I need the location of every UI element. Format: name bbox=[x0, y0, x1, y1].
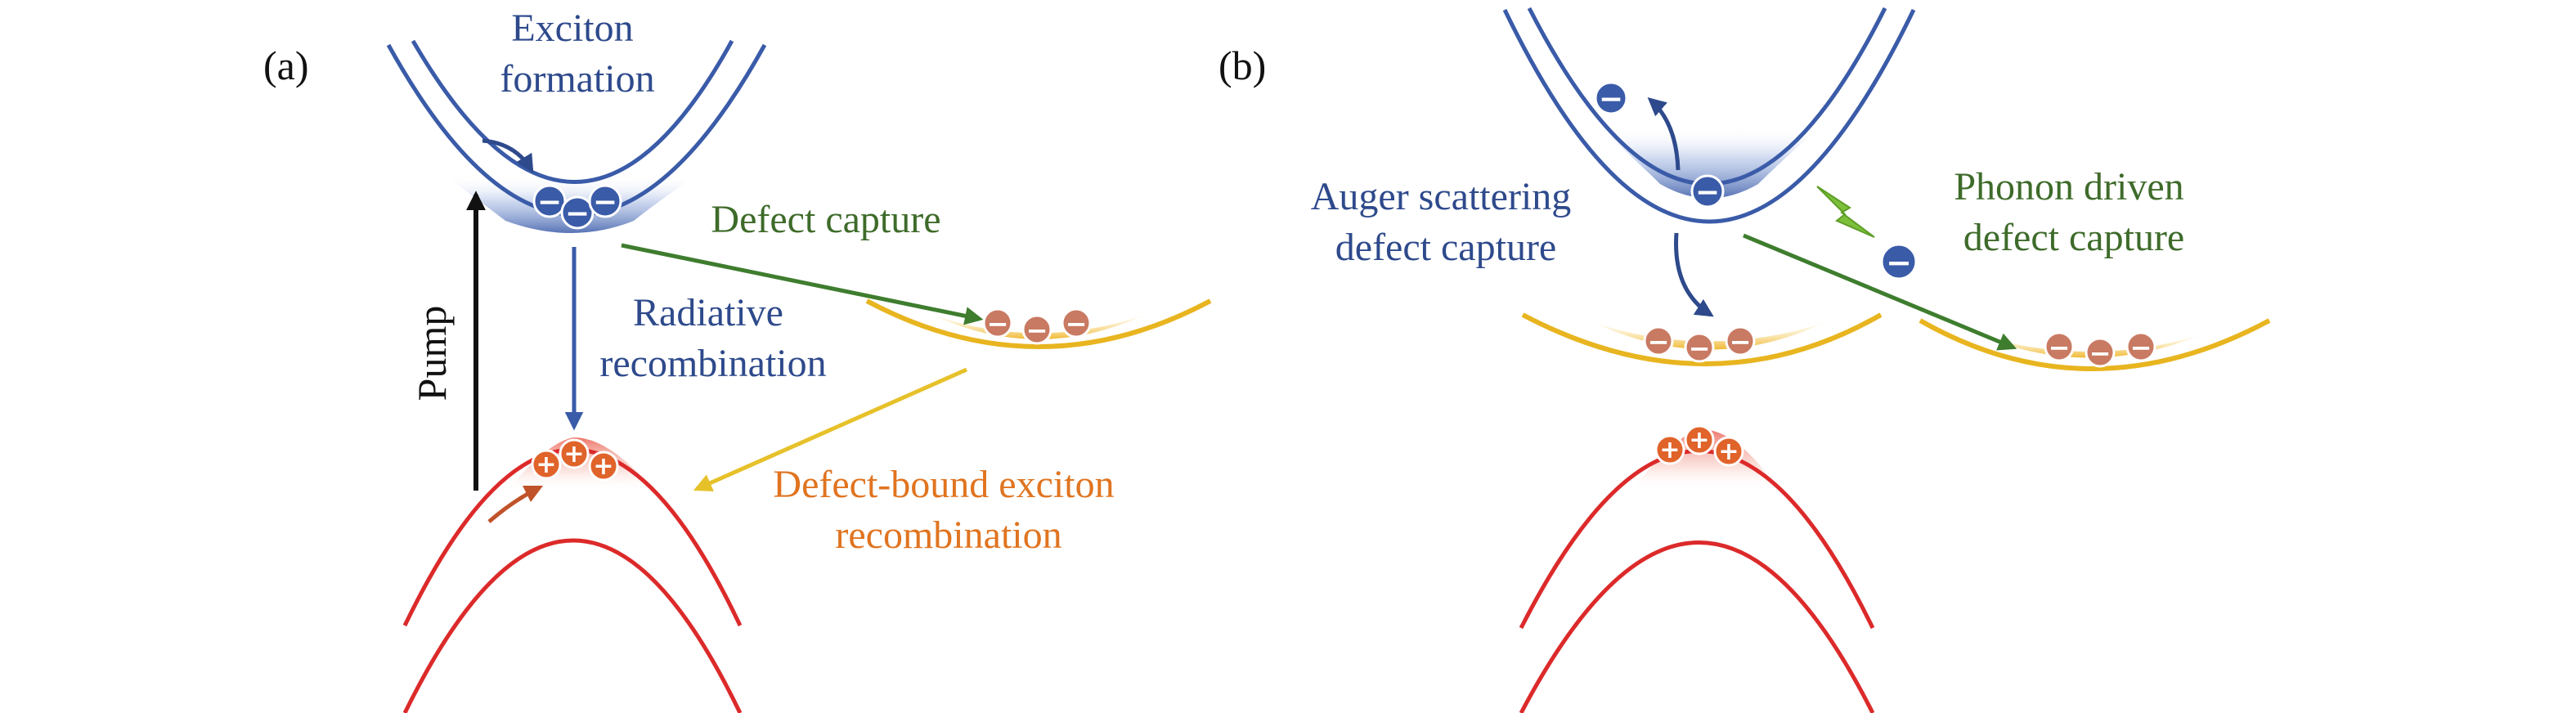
svg-text:+: + bbox=[1689, 426, 1709, 455]
electron-icon: − bbox=[1880, 243, 1918, 280]
electron-icon: − bbox=[1690, 174, 1725, 209]
exciton-formation-label: Exciton formation bbox=[500, 7, 654, 101]
svg-text:+: + bbox=[593, 452, 613, 481]
lightning-bolt-icon bbox=[1816, 186, 1875, 238]
panel-a: (a) − − − Exciton fo bbox=[263, 7, 1212, 713]
svg-text:−: − bbox=[1066, 308, 1088, 339]
auger-scattering-label: Auger scattering defect capture bbox=[1311, 175, 1582, 269]
electron-icon: − bbox=[588, 184, 622, 219]
holes-b: + + + bbox=[1654, 424, 1744, 467]
panel-a-tag: (a) bbox=[263, 43, 309, 88]
svg-text:−: − bbox=[593, 186, 617, 219]
svg-text:−: − bbox=[1648, 326, 1670, 357]
defect-level-b-right-curve bbox=[1919, 318, 2271, 371]
valence-band-b-lower-curve bbox=[1519, 540, 1875, 713]
valence-band-a bbox=[402, 437, 743, 713]
hole-icon: + bbox=[1684, 424, 1715, 455]
defect-bound-recombination-arrow bbox=[693, 367, 968, 492]
phonon-capture-arrow bbox=[1743, 233, 2017, 351]
electron-icon: − bbox=[560, 195, 595, 231]
conduction-band-b-fill bbox=[1599, 127, 1820, 199]
hole-icon: + bbox=[588, 451, 619, 482]
svg-text:−: − bbox=[537, 186, 562, 219]
holes-a: + + + bbox=[531, 438, 619, 482]
hole-icon: + bbox=[531, 449, 562, 480]
electron-icon: − bbox=[1684, 332, 1715, 364]
defect-level-a bbox=[865, 298, 1212, 349]
svg-text:−: − bbox=[2089, 338, 2112, 369]
svg-text:−: − bbox=[2049, 332, 2071, 363]
svg-text:−: − bbox=[1730, 326, 1752, 357]
valence-band-b bbox=[1519, 429, 1875, 713]
electron-icon: − bbox=[2044, 331, 2075, 363]
defect-electrons-b-right: − − − bbox=[2044, 331, 2156, 369]
radiative-recombination-label: Radiative recombination bbox=[599, 291, 826, 385]
defect-level-b-left-curve bbox=[1521, 312, 1883, 366]
conduction-band-a-inner-curve bbox=[411, 39, 734, 184]
pump-label: Pump bbox=[409, 306, 455, 401]
auger-scattering-up-arrow bbox=[1647, 97, 1681, 171]
svg-text:−: − bbox=[1026, 315, 1048, 346]
svg-text:−: − bbox=[1689, 333, 1711, 364]
electron-icon: − bbox=[982, 307, 1013, 339]
hole-relaxation-arrow bbox=[487, 485, 544, 523]
electron-icon: − bbox=[532, 184, 567, 219]
auger-capture-down-arrow bbox=[1674, 232, 1714, 317]
svg-text:+: + bbox=[563, 440, 584, 469]
svg-text:+: + bbox=[1718, 437, 1739, 466]
defect-capture-label: Defect capture bbox=[711, 198, 940, 241]
electron-icon: − bbox=[1643, 325, 1674, 357]
electron-icon: − bbox=[1594, 81, 1628, 116]
electron-icon: − bbox=[1061, 307, 1092, 339]
exciton-formation-arrow bbox=[482, 138, 534, 173]
svg-text:−: − bbox=[2130, 332, 2152, 363]
conduction-band-b-outer-curve bbox=[1502, 8, 1916, 224]
electron-icon: − bbox=[1021, 314, 1052, 346]
electron-icon: − bbox=[2085, 337, 2116, 369]
valence-band-a-lower-curve bbox=[402, 538, 743, 713]
panel-b-tag: (b) bbox=[1218, 43, 1266, 88]
svg-text:+: + bbox=[1659, 436, 1680, 464]
electron-icon: − bbox=[1725, 325, 1756, 357]
svg-text:+: + bbox=[536, 451, 556, 479]
defect-level-a-curve bbox=[865, 298, 1212, 349]
defect-electrons-a: − − − bbox=[982, 307, 1092, 346]
svg-text:−: − bbox=[1695, 176, 1720, 209]
defect-level-a-fill bbox=[932, 315, 1145, 339]
hole-icon: + bbox=[1654, 434, 1685, 465]
electron-icon: − bbox=[2125, 331, 2156, 363]
panel-b: (b) − − Auger scattering defect capture bbox=[1218, 7, 2271, 713]
hole-icon: + bbox=[559, 438, 590, 469]
svg-text:−: − bbox=[987, 308, 1009, 339]
exciton-electrons-a: − − − bbox=[532, 184, 622, 231]
svg-text:−: − bbox=[1886, 244, 1912, 280]
valence-band-b-fill bbox=[1631, 429, 1779, 491]
defect-electrons-b-left: − − − bbox=[1643, 325, 1756, 364]
svg-text:−: − bbox=[1599, 83, 1623, 116]
svg-text:−: − bbox=[565, 197, 590, 231]
defect-bound-recombination-label: Defect-bound exciton recombination bbox=[773, 463, 1124, 557]
hole-icon: + bbox=[1713, 436, 1744, 467]
phonon-capture-label: Phonon driven defect capture bbox=[1954, 165, 2193, 259]
defect-capture-arrow bbox=[621, 243, 984, 325]
